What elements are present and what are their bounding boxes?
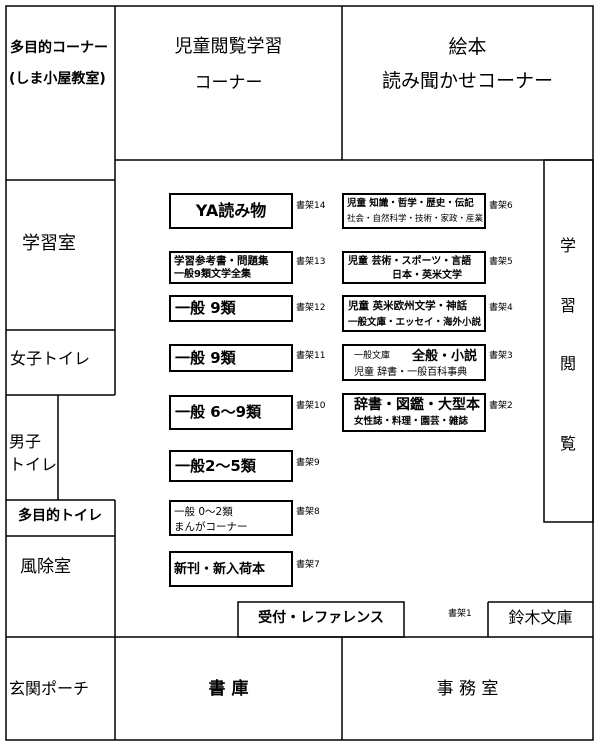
shelf-12-number: 書架12 <box>296 303 326 313</box>
study-reading-room-char-1: 学 <box>560 236 577 255</box>
picture-books-label-line1: 絵本 <box>448 36 487 58</box>
shelf-8: 一般 0～2類 まんがコーナー <box>169 500 293 536</box>
shelf-7-number: 書架7 <box>296 560 320 570</box>
shelf-8-label-line1: 一般 0～2類 <box>174 506 233 518</box>
shelf-13-label-line1: 学習参考書・問題集 <box>174 255 269 267</box>
study-reading-room-char-4: 覧 <box>560 434 577 453</box>
shelf-14-label: YA読み物 <box>195 201 267 220</box>
shelf-5-number: 書架5 <box>489 257 513 267</box>
shelf-2: 辞書・図鑑・大型本 女性誌・料理・園芸・雑誌 <box>342 393 486 432</box>
shelf-3: 一般文庫 全般・小説 児童 辞書・一般百科事典 <box>342 344 486 381</box>
shelf-3-number: 書架3 <box>489 351 513 361</box>
shelf-1-number: 書架1 <box>448 609 472 619</box>
study-room-label: 学習室 <box>22 233 76 254</box>
windbreak-room-label: 風除室 <box>20 557 71 577</box>
shelf-6: 児童 知識・哲学・歴史・伝記 社会・自然科学・技術・家政・産業 <box>342 193 486 229</box>
picture-books-label-line2: 読み聞かせコーナー <box>381 70 553 92</box>
shelf-8-label-line2: まんがコーナー <box>174 521 248 533</box>
shelf-12: 一般 9類 <box>169 295 293 322</box>
multipurpose-toilet-label: 多目的トイレ <box>18 508 102 524</box>
shelf-11-number: 書架11 <box>296 351 326 361</box>
shelf-5-label-line1: 児童 芸術・スポーツ・言語 <box>348 256 472 267</box>
shelf-12-label: 一般 9類 <box>175 299 236 317</box>
shelf-11-label: 一般 9類 <box>175 349 236 367</box>
shelf-4: 児童 英米欧州文学・神話 一般文庫・エッセイ・海外小説 <box>342 295 486 332</box>
shelf-6-number: 書架6 <box>489 201 513 211</box>
womens-toilet-label: 女子トイレ <box>10 349 91 368</box>
mens-toilet-label-line1: 男子 <box>9 432 42 451</box>
shelf-4-number: 書架4 <box>489 303 513 313</box>
mens-toilet-label-line2: トイレ <box>9 455 58 474</box>
shelf-11: 一般 9類 <box>169 344 293 372</box>
shelf-7: 新刊・新入荷本 <box>169 551 293 587</box>
shelf-14-number: 書架14 <box>296 201 326 211</box>
shelf-10-number: 書架10 <box>296 401 326 411</box>
shelf-8-number: 書架8 <box>296 507 320 517</box>
reception-label: 受付・レファレンス <box>258 610 384 626</box>
shelf-2-label-line1: 辞書・図鑑・大型本 <box>354 397 480 413</box>
shelf-10: 一般 6～9類 <box>169 395 293 430</box>
shelf-9-label: 一般2～5類 <box>175 457 256 475</box>
shelf-5: 児童 芸術・スポーツ・言語 日本・英米文学 <box>342 251 486 284</box>
multipurpose-corner-label-line2: (しま小屋教室) <box>9 71 106 87</box>
shelf-5-label-line2: 日本・英米文学 <box>392 270 462 281</box>
stacks-label: 書 庫 <box>208 679 249 699</box>
shelf-9: 一般2～5類 <box>169 450 293 482</box>
shelf-10-label: 一般 6～9類 <box>175 403 262 421</box>
multipurpose-corner-label-line1: 多目的コーナー <box>10 40 108 56</box>
shelf-9-number: 書架9 <box>296 458 320 468</box>
entrance-porch-label: 玄関ポーチ <box>9 679 90 698</box>
office-label: 事 務 室 <box>436 679 499 699</box>
shelf-6-label-line2: 社会・自然科学・技術・家政・産業 <box>347 214 484 224</box>
shelf-3-label-line1a: 一般文庫 <box>354 351 391 361</box>
shelf-6-label-line1: 児童 知識・哲学・歴史・伝記 <box>347 198 474 209</box>
study-reading-room-char-2: 習 <box>560 296 577 315</box>
children-study-corner-label-line1: 児童閲覧学習 <box>174 36 283 57</box>
study-reading-room-char-3: 閲 <box>560 354 577 373</box>
shelf-2-number: 書架2 <box>489 401 513 411</box>
shelf-4-label-line2: 一般文庫・エッセイ・海外小説 <box>348 317 482 328</box>
building-outline <box>5 5 594 741</box>
shelf-3-label-line1b: 全般・小説 <box>412 349 478 364</box>
suzuki-library-label: 鈴木文庫 <box>508 608 573 627</box>
shelf-2-label-line2: 女性誌・料理・園芸・雑誌 <box>354 416 469 427</box>
shelf-7-label: 新刊・新入荷本 <box>174 562 266 577</box>
shelf-14: YA読み物 <box>169 193 293 229</box>
shelf-13-number: 書架13 <box>296 257 326 267</box>
shelf-4-label-line1: 児童 英米欧州文学・神話 <box>348 300 468 312</box>
children-study-corner-label-line2: コーナー <box>194 73 263 93</box>
shelf-13-label-line2: 一般9類文学全集 <box>174 269 251 280</box>
shelf-13: 学習参考書・問題集 一般9類文学全集 <box>169 251 293 284</box>
shelf-3-label-line2: 児童 辞書・一般百科事典 <box>354 367 468 378</box>
